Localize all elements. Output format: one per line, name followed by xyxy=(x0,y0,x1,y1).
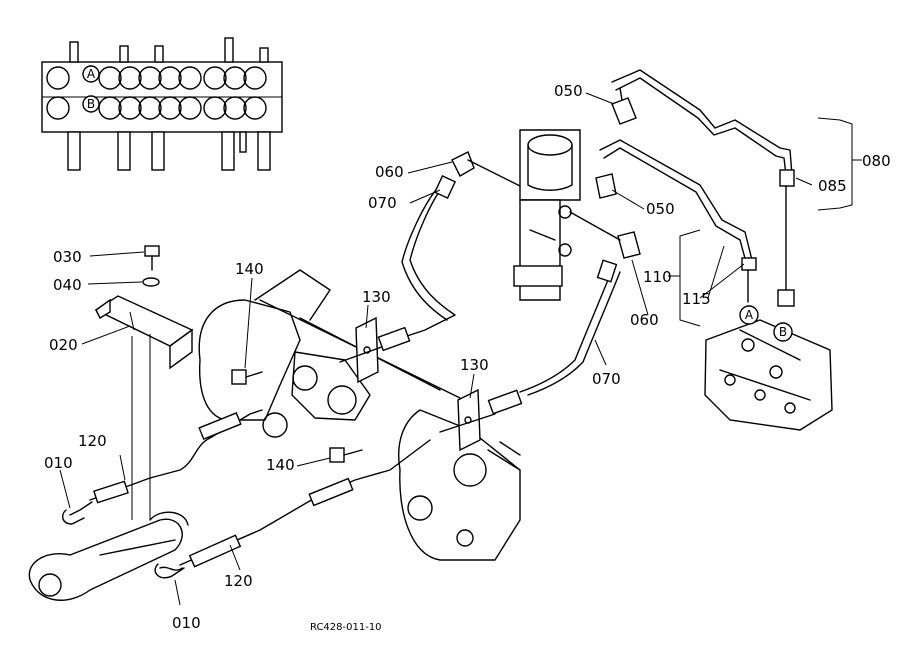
hose-070-upper xyxy=(377,174,457,352)
plate-130-lower xyxy=(439,388,496,452)
fitting-050-upper xyxy=(611,87,637,125)
label-050-lower: 050 xyxy=(646,200,675,218)
lift-arm-lower xyxy=(398,409,521,561)
label-020: 020 xyxy=(49,336,78,354)
label-085: 085 xyxy=(818,177,847,195)
port-b-marker-inset xyxy=(82,95,100,113)
label-110: 110 xyxy=(643,268,672,286)
label-120-lower: 120 xyxy=(224,572,253,590)
label-070-upper: 070 xyxy=(368,194,397,212)
port-a-label-inset: A xyxy=(87,67,96,81)
port-b-label-valve: B xyxy=(779,325,787,339)
cable-120-upper xyxy=(69,409,263,516)
leader-lines xyxy=(59,92,813,606)
label-140-lower: 140 xyxy=(266,456,295,474)
label-120-upper: 120 xyxy=(78,432,107,450)
hose-070-lower xyxy=(487,259,621,415)
control-valve xyxy=(704,319,833,431)
group-bracket-080 xyxy=(817,117,862,211)
label-010-lower: 010 xyxy=(172,614,201,632)
bracket-020 xyxy=(94,295,194,520)
bolt-030 xyxy=(144,245,160,271)
label-060-lower: 060 xyxy=(630,311,659,329)
clip-010-lower xyxy=(154,563,185,579)
port-b-label-inset: B xyxy=(87,97,95,111)
port-a-label-valve: A xyxy=(745,308,754,322)
washer-040 xyxy=(142,277,160,287)
fitting-060-upper xyxy=(451,151,521,187)
label-115: 115 xyxy=(682,290,711,308)
hydraulic-cylinder xyxy=(513,129,581,301)
pipe-110 xyxy=(599,139,753,263)
pipe-fittings-085 xyxy=(741,169,795,307)
label-130-lower: 130 xyxy=(460,356,489,374)
bolt-140-upper xyxy=(231,369,263,385)
label-050-upper: 050 xyxy=(554,82,583,100)
label-040: 040 xyxy=(53,276,82,294)
group-bracket-110 xyxy=(668,229,701,327)
label-060-upper: 060 xyxy=(375,163,404,181)
reference-code: RC428-011-10 xyxy=(310,622,382,633)
pipe-080 xyxy=(611,69,793,176)
port-a-marker-inset xyxy=(82,65,100,83)
control-valve-inset: A B xyxy=(41,37,283,171)
port-b-marker-valve xyxy=(773,322,793,342)
lift-arm-upper xyxy=(198,269,461,438)
label-010-upper: 010 xyxy=(44,454,73,472)
label-130-upper: 130 xyxy=(362,288,391,306)
fitting-060-lower xyxy=(569,211,641,259)
fitting-050-lower xyxy=(595,173,617,199)
cable-120-lower xyxy=(159,439,431,571)
clip-010-upper xyxy=(61,509,85,525)
label-070-lower: 070 xyxy=(592,370,621,388)
label-080: 080 xyxy=(862,152,891,170)
lower-link-yoke xyxy=(28,511,189,601)
port-a-marker-valve xyxy=(739,305,759,325)
label-030: 030 xyxy=(53,248,82,266)
bolt-140-lower xyxy=(329,447,363,463)
label-140-upper: 140 xyxy=(235,260,264,278)
